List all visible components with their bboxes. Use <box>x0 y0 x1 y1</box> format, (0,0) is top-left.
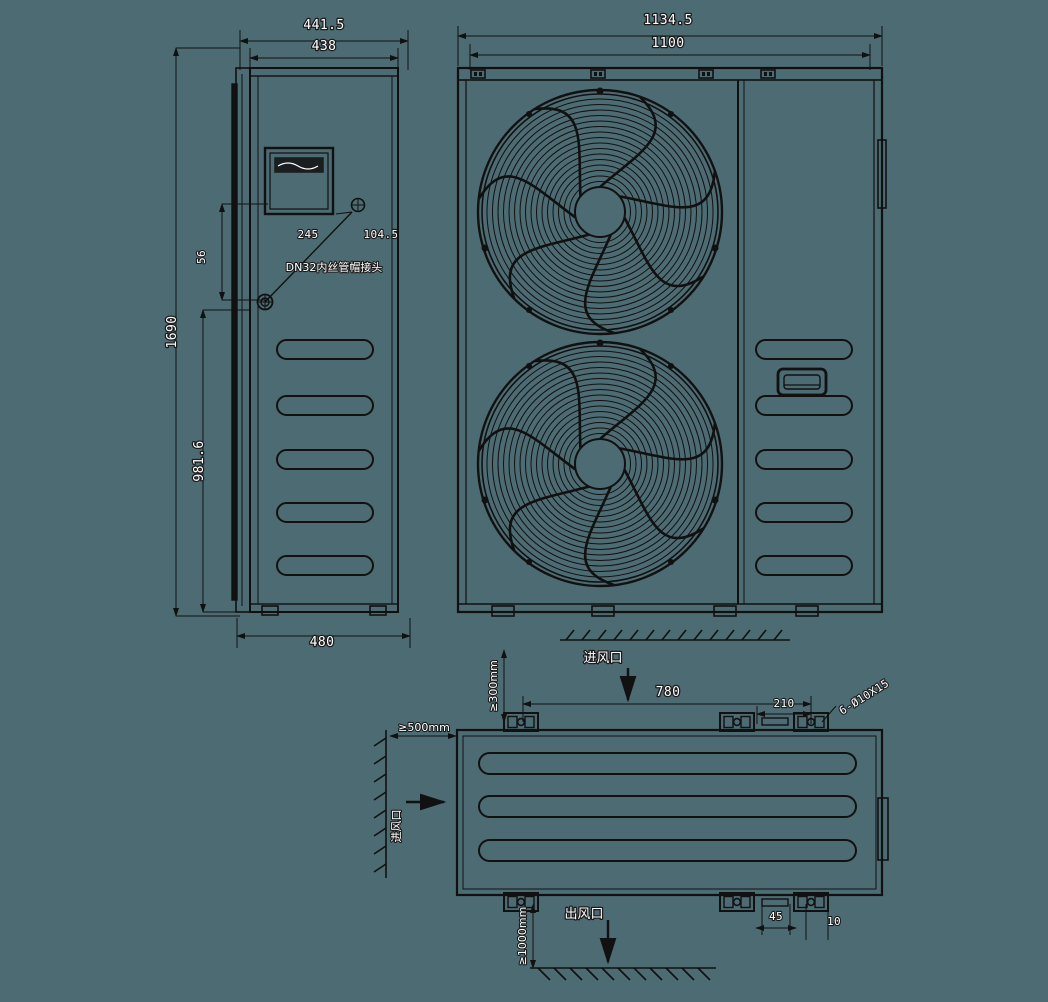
dim-label-foot-2: 10 <box>827 915 841 928</box>
label-air-inlet-left: 进风口 <box>390 810 403 843</box>
side-louver-slots <box>276 339 374 576</box>
front-fan-upper <box>474 86 726 342</box>
side-cabinet-body <box>231 67 399 613</box>
label-air-inlet-top: 进风口 <box>583 651 622 666</box>
label-air-outlet-bottom: 出风口 <box>564 907 603 922</box>
dim-plan-bolt-spec: 6-Ø10X15 <box>821 676 893 723</box>
label-clearance-bottom: ≥1000mm <box>516 907 529 966</box>
dim-front-body-width: 1100 <box>469 35 871 70</box>
plan-air-outlet-bottom: 出风口 <box>563 906 617 965</box>
front-base-feet <box>491 605 819 617</box>
label-clearance-left: ≥500mm <box>398 721 450 734</box>
dim-side-body-depth: 438 <box>249 38 399 70</box>
dim-label-front-overall-width: 1134.5 <box>643 13 692 28</box>
dim-front-overall-width: 1134.5 <box>457 12 883 66</box>
side-base-feet <box>261 605 387 616</box>
dim-side-overall-depth: 441.5 <box>239 17 409 70</box>
dim-label-bolt-pitch: 210 <box>773 697 794 710</box>
dim-label-side-overall-depth: 441.5 <box>303 18 344 33</box>
plan-coil-rows <box>478 752 857 862</box>
label-clearance-top: ≥300mm <box>487 660 500 712</box>
dim-label-side-overall-height: 1690 <box>165 316 180 349</box>
plan-unit-outline <box>455 728 889 897</box>
front-top-rail-clips <box>470 69 776 79</box>
front-fan-lower <box>474 338 726 594</box>
dim-label-side-port-b: 104.5 <box>363 228 398 241</box>
dim-side-overall-height: 1690 <box>164 47 240 617</box>
side-control-box <box>263 146 335 216</box>
dim-plan-bolt-span: 780 <box>522 684 812 722</box>
dim-side-lower-height: 981.6 <box>191 309 250 613</box>
dim-plan-clearance-top: ≥300mm <box>486 649 507 723</box>
front-panel-handle <box>776 367 828 397</box>
dim-side-port-callouts: 245 104.5 DN32内丝管帽接头 <box>256 197 399 311</box>
dim-plan-foot-details: 45 10 <box>755 904 842 940</box>
annotation-pipe-connection: DN32内丝管帽接头 <box>286 260 383 274</box>
plan-air-inlet-top: 进风口 <box>582 650 637 703</box>
dim-side-port-offset: 56 <box>194 203 268 301</box>
dim-label-bolt-span: 780 <box>656 685 681 700</box>
dim-label-side-port-offset: 56 <box>195 250 208 264</box>
top-plan-view: ≥300mm 进风口 780 210 6-Ø10X15 <box>373 629 893 981</box>
dim-plan-bolt-pitch: 210 <box>756 696 812 724</box>
front-elevation-view: 1134.5 1100 <box>456 12 887 617</box>
dim-label-side-body-depth: 438 <box>312 39 337 54</box>
dim-label-side-lower-height: 981.6 <box>192 440 207 481</box>
plan-wall-bottom <box>530 967 716 981</box>
side-elevation-view: 441.5 438 1690 981.6 56 <box>164 17 411 651</box>
dim-label-side-base-depth: 480 <box>310 635 335 650</box>
dim-label-front-body-width: 1100 <box>652 36 685 51</box>
dim-label-side-port-a: 245 <box>297 228 318 241</box>
dim-side-base-depth: 480 <box>236 618 411 651</box>
plan-wall-top <box>560 629 790 641</box>
plan-mounting-feet <box>503 712 829 912</box>
dim-label-bolt-spec: 6-Ø10X15 <box>837 677 892 718</box>
dim-label-foot-1: 45 <box>769 910 783 923</box>
dim-plan-clearance-bottom: ≥1000mm <box>515 904 536 969</box>
front-cabinet-body <box>456 66 887 614</box>
dim-plan-clearance-left: ≥500mm <box>389 720 457 739</box>
plan-wall-left <box>373 730 387 878</box>
plan-air-inlet-left: 进风口 <box>389 793 447 844</box>
